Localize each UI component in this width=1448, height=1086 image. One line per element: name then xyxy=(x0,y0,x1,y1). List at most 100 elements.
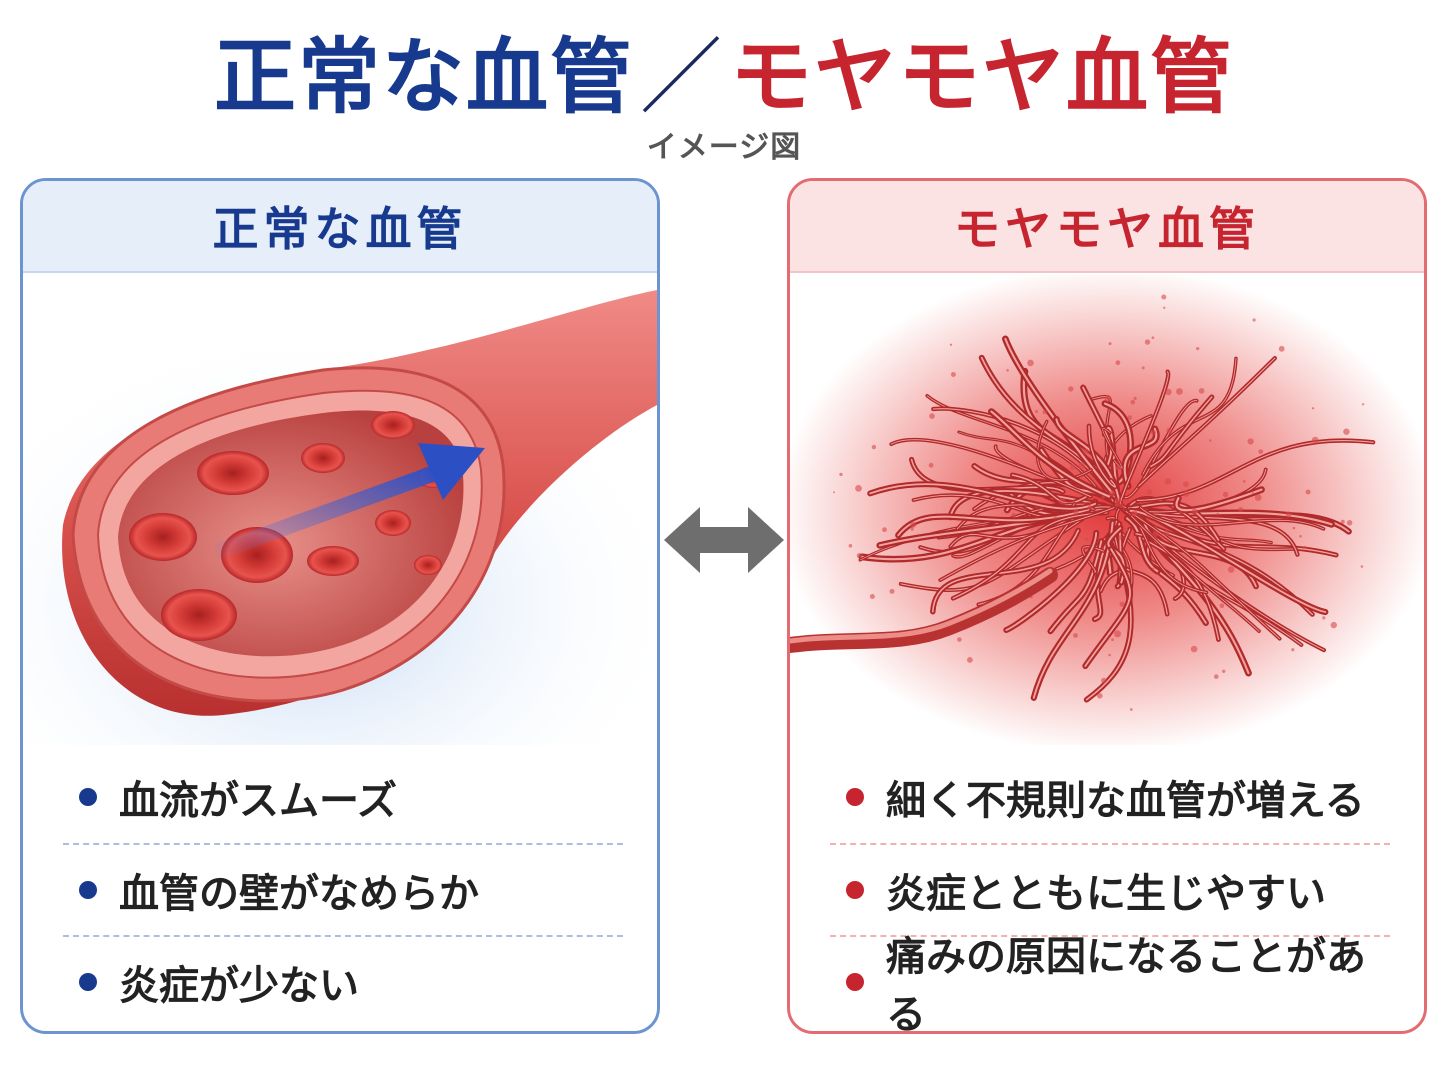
speckle xyxy=(1346,520,1353,526)
speckle xyxy=(1115,360,1121,366)
speckle xyxy=(1108,490,1116,497)
speckle xyxy=(1082,448,1089,455)
small-vessel-highlight xyxy=(952,512,1108,599)
speckle xyxy=(1214,674,1219,679)
small-vessel-highlight xyxy=(1138,357,1276,487)
bullet-icon xyxy=(846,881,864,899)
speckle xyxy=(1111,638,1114,641)
speckle xyxy=(1285,511,1292,518)
speckle xyxy=(839,472,843,477)
panel-header-normal: 正常な血管 xyxy=(23,181,657,273)
small-vessel-highlight xyxy=(1084,548,1131,667)
speckle xyxy=(1027,359,1034,367)
bullet-icon xyxy=(846,973,864,991)
speckle xyxy=(1292,526,1296,530)
normal-vessel-features: 血流がスムーズ 血管の壁がなめらか 炎症が少ない xyxy=(63,751,623,1027)
speckle xyxy=(1322,616,1326,620)
speckle xyxy=(1127,415,1132,420)
speckle xyxy=(1183,481,1189,488)
small-vessel-highlight xyxy=(1123,427,1158,488)
speckle xyxy=(1311,436,1319,444)
speckle xyxy=(929,413,935,419)
speckle xyxy=(949,343,953,346)
speckle xyxy=(1179,510,1183,515)
speckle xyxy=(1053,516,1058,520)
speckle xyxy=(1299,535,1302,538)
tangled-vessels xyxy=(790,275,1424,745)
speckle xyxy=(1222,491,1229,498)
speckle xyxy=(1216,512,1220,516)
speckle xyxy=(1305,489,1311,495)
speckle xyxy=(1068,386,1074,392)
speckle xyxy=(1258,449,1264,454)
speckle xyxy=(1115,503,1119,507)
list-item: 細く不規則な血管が増える xyxy=(830,751,1390,843)
bullet-icon xyxy=(846,788,864,806)
speckle xyxy=(1108,342,1112,346)
speckle xyxy=(1006,369,1009,372)
speckle xyxy=(1196,347,1200,351)
speckle xyxy=(1101,677,1107,684)
small-vessel-highlight xyxy=(949,490,1106,519)
speckle xyxy=(1242,480,1246,483)
speckle xyxy=(1198,388,1205,394)
speckle xyxy=(1257,628,1262,633)
speckle xyxy=(1303,545,1307,549)
speckle xyxy=(1129,708,1133,711)
feature-text: 血管の壁がなめらか xyxy=(119,871,479,917)
double-arrow-icon xyxy=(664,505,784,575)
speckle xyxy=(928,462,934,468)
speckle xyxy=(1163,530,1170,537)
feature-text: 炎症が少ない xyxy=(119,963,359,1009)
small-vessel-highlight xyxy=(939,507,1115,581)
speckle xyxy=(1115,464,1121,471)
speckle xyxy=(869,594,875,599)
speckle xyxy=(1222,669,1226,673)
speckle xyxy=(1101,516,1106,521)
speckle xyxy=(1073,633,1078,638)
small-vessel-highlight xyxy=(1129,509,1327,613)
speckle xyxy=(1227,566,1235,573)
speckle xyxy=(1133,396,1137,400)
small-vessel-highlight xyxy=(1142,358,1237,475)
speckle xyxy=(1124,498,1127,501)
speckle xyxy=(1330,621,1337,629)
feature-text: 血流がスムーズ xyxy=(119,778,397,824)
speckle xyxy=(967,657,973,663)
speckle xyxy=(1360,565,1364,568)
speckle xyxy=(833,491,835,494)
speckle xyxy=(1161,294,1167,300)
speckle xyxy=(1124,528,1129,532)
speckle xyxy=(1011,512,1017,518)
speckle xyxy=(1104,395,1112,402)
title-normal: 正常な血管 xyxy=(213,30,634,125)
small-vessel-highlight xyxy=(1175,488,1263,512)
title-moyamoya: モヤモヤ血管 xyxy=(730,30,1235,125)
speckle xyxy=(957,637,962,642)
small-vessel-highlight xyxy=(1032,521,1114,699)
speckle xyxy=(1141,366,1145,370)
panel-header-moyamoya: モヤモヤ血管 xyxy=(790,181,1424,273)
small-vessel-highlight xyxy=(990,410,1111,498)
speckle xyxy=(856,553,862,559)
feature-text: 痛みの原因になることがある xyxy=(886,934,1366,1034)
small-vessel-highlight xyxy=(1005,532,1098,631)
speckle xyxy=(1163,306,1166,309)
list-item: 炎症とともに生じやすい xyxy=(830,843,1390,935)
speckle xyxy=(1151,429,1157,436)
speckle xyxy=(1119,601,1125,607)
normal-vessel-panel: 正常な血管 xyxy=(20,178,660,1034)
small-vessel-highlight xyxy=(869,483,1097,510)
small-vessel-highlight xyxy=(1140,507,1324,530)
speckle xyxy=(1038,508,1041,511)
speckle xyxy=(1291,648,1295,652)
speckle xyxy=(1069,464,1076,471)
speckle xyxy=(1108,653,1111,657)
speckle xyxy=(871,444,877,450)
speckle xyxy=(1097,693,1103,699)
speckle xyxy=(1058,497,1066,505)
speckle xyxy=(855,485,862,492)
list-item: 炎症が少ない xyxy=(63,935,623,1027)
speckle xyxy=(1114,630,1121,638)
speckle xyxy=(1125,556,1129,561)
